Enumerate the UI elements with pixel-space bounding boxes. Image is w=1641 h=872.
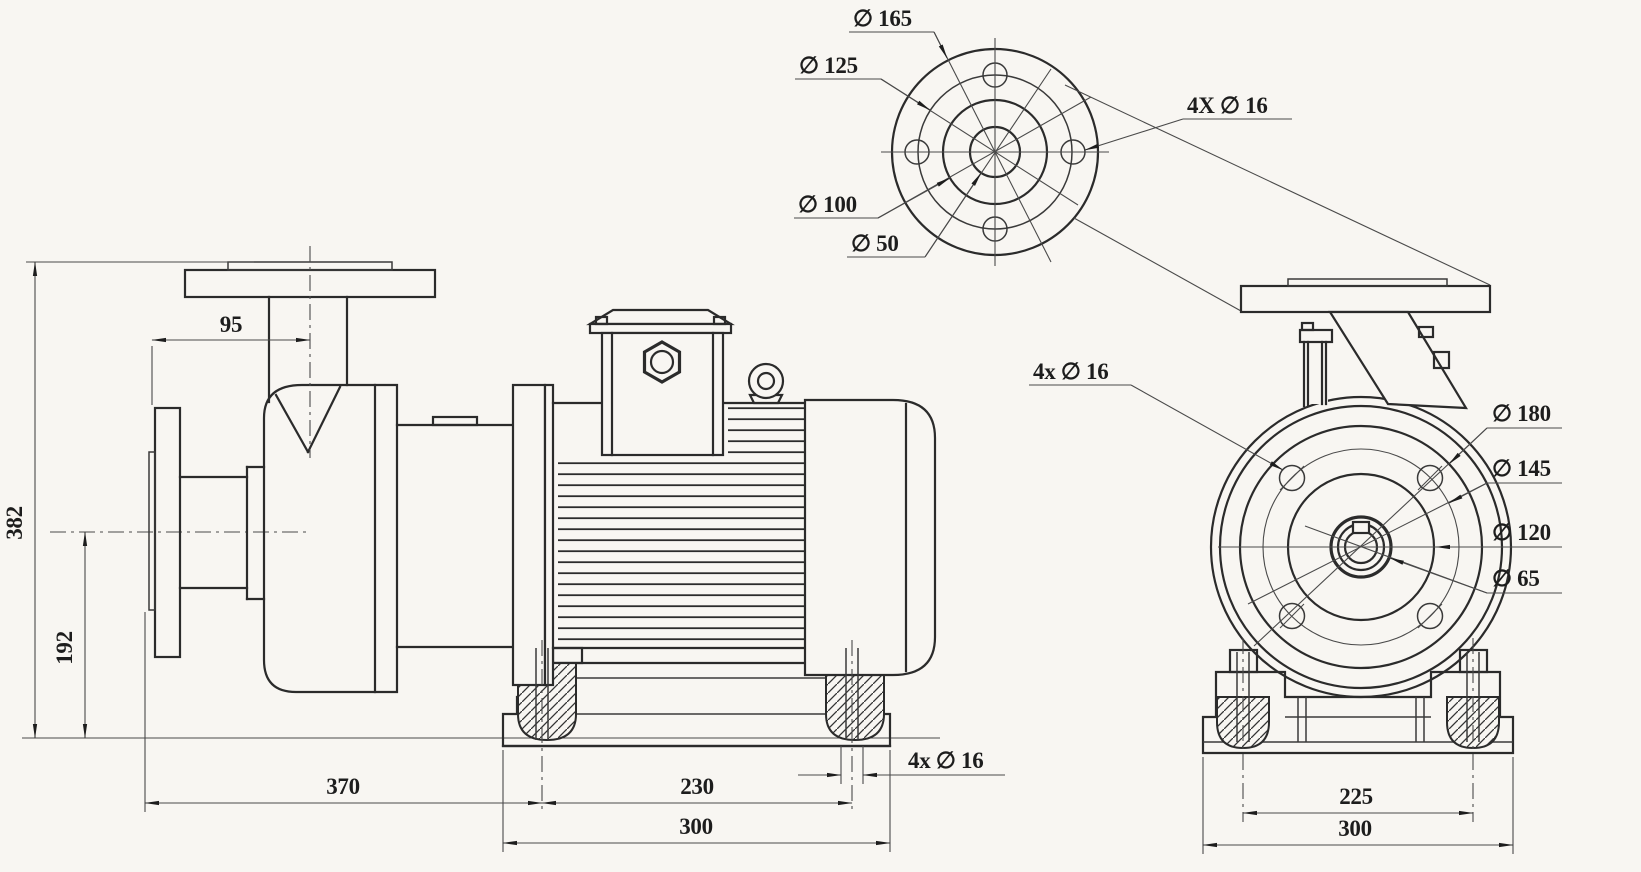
- dim-centerline-height: 192: [52, 631, 77, 665]
- pump-casing: [262, 383, 399, 694]
- dim-front-hub: ∅ 65: [1492, 566, 1540, 591]
- discharge-stud-cap: [1298, 328, 1334, 344]
- discharge-support-bracket: [1328, 310, 1469, 410]
- side-view-dimensions: 382 192 95 370 230 300 4x ∅ 16: [2, 261, 1005, 852]
- dim-overall-height: 382: [2, 506, 27, 540]
- dim-front-base-width: 300: [1338, 816, 1372, 841]
- lifting-eye: [747, 362, 785, 405]
- dim-flange-bolt-holes: 4X ∅ 16: [1187, 93, 1268, 118]
- dim-foot-spacing: 230: [680, 774, 714, 799]
- anchor-boss-right: [825, 662, 885, 742]
- dim-flange-to-discharge: 95: [220, 312, 242, 337]
- dim-flange-bore: ∅ 50: [851, 231, 899, 256]
- anchor-bolts-side: [535, 640, 859, 812]
- suction-gasket: [148, 451, 156, 611]
- front-view: 4x ∅ 16 ∅ 180 ∅ 145 ∅ 120 ∅ 65 225: [1029, 278, 1562, 854]
- dim-flange-to-foot: 370: [326, 774, 360, 799]
- front-bolt-hole: [1416, 602, 1444, 630]
- cable-gland-hex: [642, 340, 682, 384]
- front-bolt-hole: [1278, 602, 1306, 630]
- front-bolt-hole: [1278, 464, 1306, 492]
- flange-detail-circles: [881, 38, 1109, 266]
- motor-end-cap: [803, 398, 937, 677]
- projection-line-upper: [1064, 84, 1491, 286]
- dim-flange-bolt-circle: ∅ 125: [799, 53, 858, 78]
- dim-flange-od: ∅ 165: [853, 6, 912, 31]
- dim-front-spigot: ∅ 120: [1492, 520, 1551, 545]
- flange-detail-view: ∅ 165 ∅ 125 ∅ 100 ∅ 50 4X ∅ 16: [794, 6, 1491, 312]
- adapter-tab: [431, 415, 479, 427]
- motor-fins-upper: [728, 406, 804, 458]
- front-discharge-flange: [1239, 284, 1492, 314]
- front-bolt-hole: [1416, 464, 1444, 492]
- shaft-keyway: [1351, 520, 1371, 535]
- dim-front-foot-spacing: 225: [1339, 784, 1373, 809]
- dim-front-flange-od: ∅ 180: [1492, 401, 1551, 426]
- motor-flange: [511, 383, 547, 687]
- front-view-dimensions: 4x ∅ 16 ∅ 180 ∅ 145 ∅ 120 ∅ 65 225: [1029, 359, 1562, 854]
- terminal-box: [586, 308, 735, 457]
- motor-fins: [558, 462, 804, 648]
- projection-line-lower: [1073, 217, 1242, 312]
- motor-foot-front: [551, 646, 584, 665]
- side-view-outline: [22, 246, 940, 812]
- dim-front-bolt-holes: 4x ∅ 16: [1033, 359, 1108, 384]
- dim-base-length: 300: [679, 814, 713, 839]
- side-view: 382 192 95 370 230 300 4x ∅ 16: [2, 246, 1005, 852]
- dim-flange-raised-face: ∅ 100: [798, 192, 857, 217]
- dim-front-bolt-circle: ∅ 145: [1492, 456, 1551, 481]
- flange-detail-leaders: ∅ 165 ∅ 125 ∅ 100 ∅ 50 4X ∅ 16: [794, 6, 1491, 312]
- front-view-outline: [1201, 278, 1515, 822]
- dim-anchor-holes-side: 4x ∅ 16: [908, 748, 983, 773]
- front-discharge-flange-face: [1287, 278, 1448, 287]
